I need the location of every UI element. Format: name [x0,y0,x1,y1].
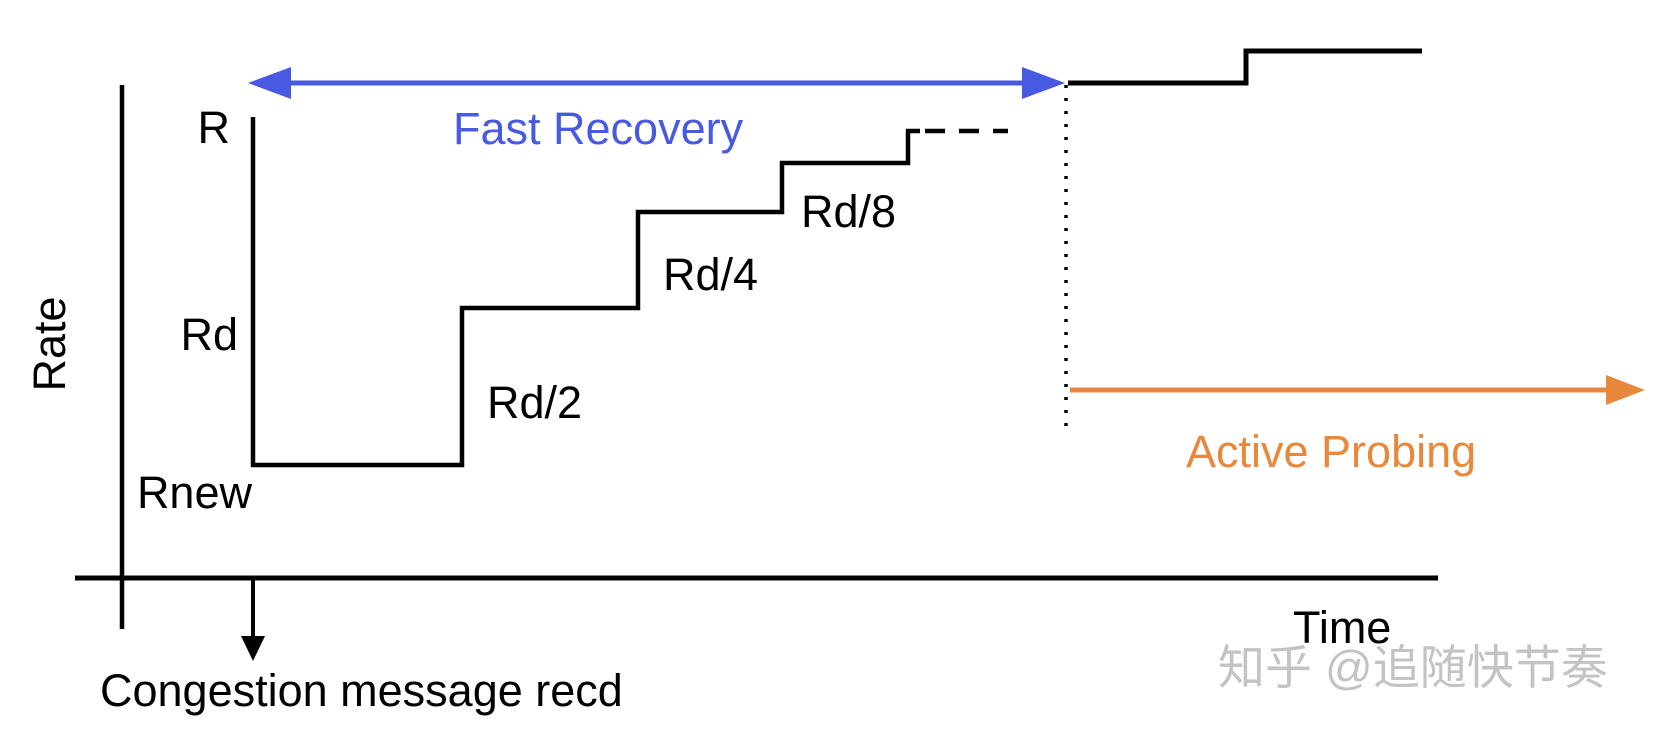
r-level-label: R [198,102,231,153]
time-axis-label: Time [1293,602,1391,653]
watermark: 知乎 @追随快节奏 [1218,641,1608,694]
post-recovery-step-line [1068,48,1422,86]
rate-axis-label: Rate [24,296,75,391]
congestion-marker-arrowhead-icon [241,636,265,661]
active-probing-label: Active Probing [1186,426,1476,477]
rnew-level-label: Rnew [137,467,253,518]
congestion-message-label: Congestion message recd [100,665,623,716]
recovery-step-line [250,117,920,468]
rd2-step-label: Rd/2 [487,377,582,428]
fast-recovery-label: Fast Recovery [453,103,744,154]
rd4-step-label: Rd/4 [663,249,758,300]
rd8-step-label: Rd/8 [801,186,896,237]
rd-level-label: Rd [180,309,238,360]
active-probing-arrowhead-icon [1606,375,1645,405]
fast-recovery-arrowhead-left-icon [248,67,291,99]
fast-recovery-arrowhead-right-icon [1022,67,1065,99]
